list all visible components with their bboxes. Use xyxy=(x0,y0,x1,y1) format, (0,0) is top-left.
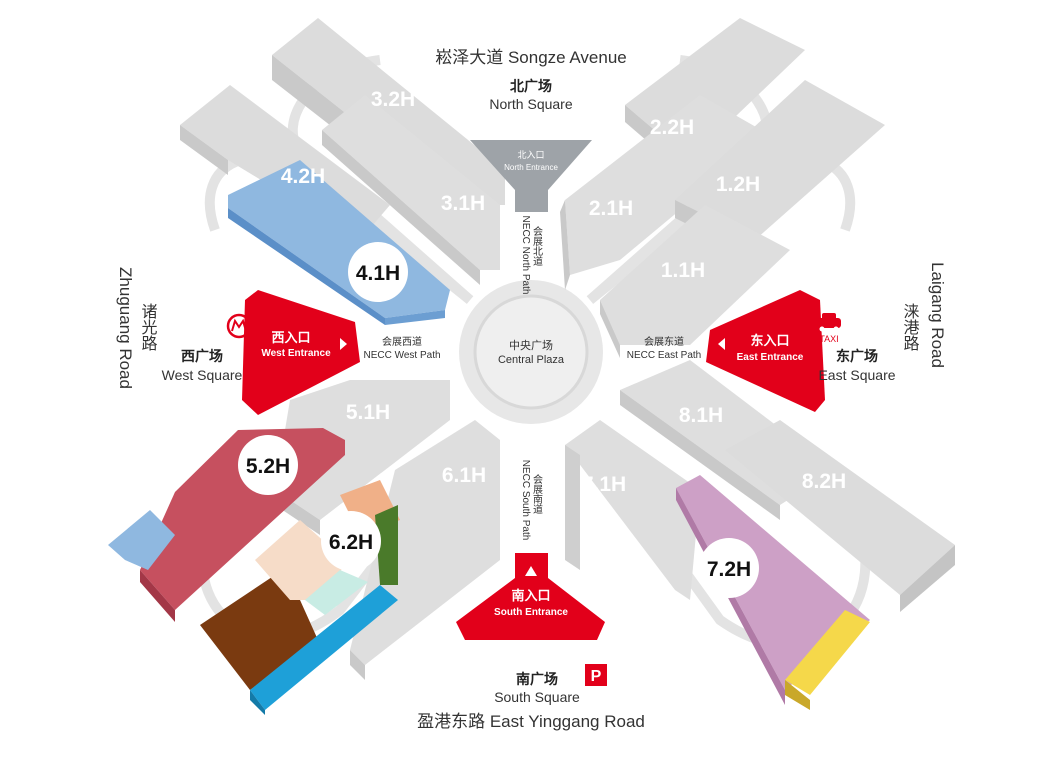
road-east-zh: 涞港路 xyxy=(901,303,920,351)
west-entrance-zh: 西入口 xyxy=(271,330,310,345)
road-west-zh: 诸光路 xyxy=(139,303,158,351)
north-square-zh: 北广场 xyxy=(510,78,552,94)
east-square-en: East Square xyxy=(818,367,895,383)
hall-label-2-1: 2.1H xyxy=(589,197,633,220)
north-entrance[interactable]: 北入口 North Entrance xyxy=(470,140,592,212)
arrow-up-icon xyxy=(525,566,537,576)
hall-label-6-1: 6.1H xyxy=(442,464,486,487)
hall-6-2-block xyxy=(200,480,400,715)
arrow-right-icon xyxy=(340,338,347,350)
south-path-en-wrap: NECC South Path xyxy=(520,460,531,541)
hall-8-2 xyxy=(725,420,955,612)
hall-labels: 3.2H 3.1H 4.2H 2.2H 2.1H 1.2H 1.1H 5.1H … xyxy=(238,88,846,598)
west-path-en: NECC West Path xyxy=(363,350,440,361)
hall-label-8-2: 8.2H xyxy=(802,470,846,493)
west-path-zh: 会展西道 xyxy=(382,335,422,348)
east-entrance-zh: 东入口 xyxy=(750,333,789,348)
hall-7-1 xyxy=(565,420,700,600)
central-plaza xyxy=(459,280,603,424)
south-path-zh: 会展南道 xyxy=(531,473,543,514)
hall-label-6-2: 6.2H xyxy=(329,531,373,554)
taxi-icon: TAXI xyxy=(817,313,841,344)
hall-badge-5-2 xyxy=(238,435,298,495)
hall-label-5-2: 5.2H xyxy=(246,455,290,478)
road-west-en-wrap: Zhuguang Road xyxy=(116,267,135,389)
hall-label-7-1: 7.1H xyxy=(582,473,626,496)
hall-1-1 xyxy=(600,205,790,358)
road-east-en: Laigang Road xyxy=(928,262,947,368)
hall-label-5-1: 5.1H xyxy=(346,401,390,424)
south-path-en: NECC South Path xyxy=(520,460,531,541)
hall-badge-7-2 xyxy=(699,538,759,598)
north-entrance-zh: 北入口 xyxy=(517,150,544,160)
north-path-en: NECC North Path xyxy=(520,216,531,295)
west-square-zh: 西广场 xyxy=(181,348,223,364)
hall-label-7-2: 7.2H xyxy=(707,558,751,581)
central-plaza-en: Central Plaza xyxy=(498,354,565,366)
south-square-en: South Square xyxy=(494,689,580,705)
hall-label-2-2: 2.2H xyxy=(650,116,694,139)
hall-label-1-2: 1.2H xyxy=(716,173,760,196)
west-entrance-en: West Entrance xyxy=(261,348,331,359)
hall-label-4-1: 4.1H xyxy=(356,262,400,285)
metro-icon xyxy=(226,313,252,339)
west-entrance[interactable]: 西入口 West Entrance xyxy=(242,290,360,415)
north-entrance-en: North Entrance xyxy=(504,163,558,172)
hall-2-1 xyxy=(560,95,770,290)
hall-label-3-2: 3.2H xyxy=(371,88,415,111)
east-entrance[interactable]: 东入口 East Entrance xyxy=(706,290,825,412)
west-square-en: West Square xyxy=(162,367,243,383)
south-entrance-zh: 南入口 xyxy=(511,588,550,603)
south-entrance-en: South Entrance xyxy=(494,607,568,618)
arrow-left-icon xyxy=(718,338,725,350)
north-square-en: North Square xyxy=(489,96,572,112)
svg-text:P: P xyxy=(591,668,602,685)
hall-label-8-1: 8.1H xyxy=(679,404,723,427)
east-entrance-en: East Entrance xyxy=(737,352,804,363)
taxi-label: TAXI xyxy=(819,334,838,344)
hall-label-3-1: 3.1H xyxy=(441,192,485,215)
south-square-zh: 南广场 xyxy=(516,671,558,687)
hall-3-1 xyxy=(322,95,500,285)
road-south: 盈港东路 East Yinggang Road xyxy=(417,712,645,731)
central-plaza-zh: 中央广场 xyxy=(509,338,553,352)
road-west-en: Zhuguang Road xyxy=(116,267,135,389)
road-north: 崧泽大道 Songze Avenue xyxy=(435,48,627,67)
hall-badge-4-1 xyxy=(348,242,408,302)
east-path-en: NECC East Path xyxy=(627,350,701,361)
hall-label-1-1: 1.1H xyxy=(661,259,705,282)
north-path-zh: 会展北道 xyxy=(531,225,543,266)
parking-icon: P xyxy=(585,664,607,686)
hall-label-4-2: 4.2H xyxy=(281,165,325,188)
north-path-en-wrap: NECC North Path xyxy=(520,216,531,295)
south-entrance[interactable]: 南入口 South Entrance xyxy=(456,553,605,640)
east-path-zh: 会展东道 xyxy=(644,335,684,348)
east-square-zh: 东广场 xyxy=(836,348,878,364)
road-east-en-wrap: Laigang Road xyxy=(928,262,947,368)
hall-badge-6-2 xyxy=(321,511,381,571)
